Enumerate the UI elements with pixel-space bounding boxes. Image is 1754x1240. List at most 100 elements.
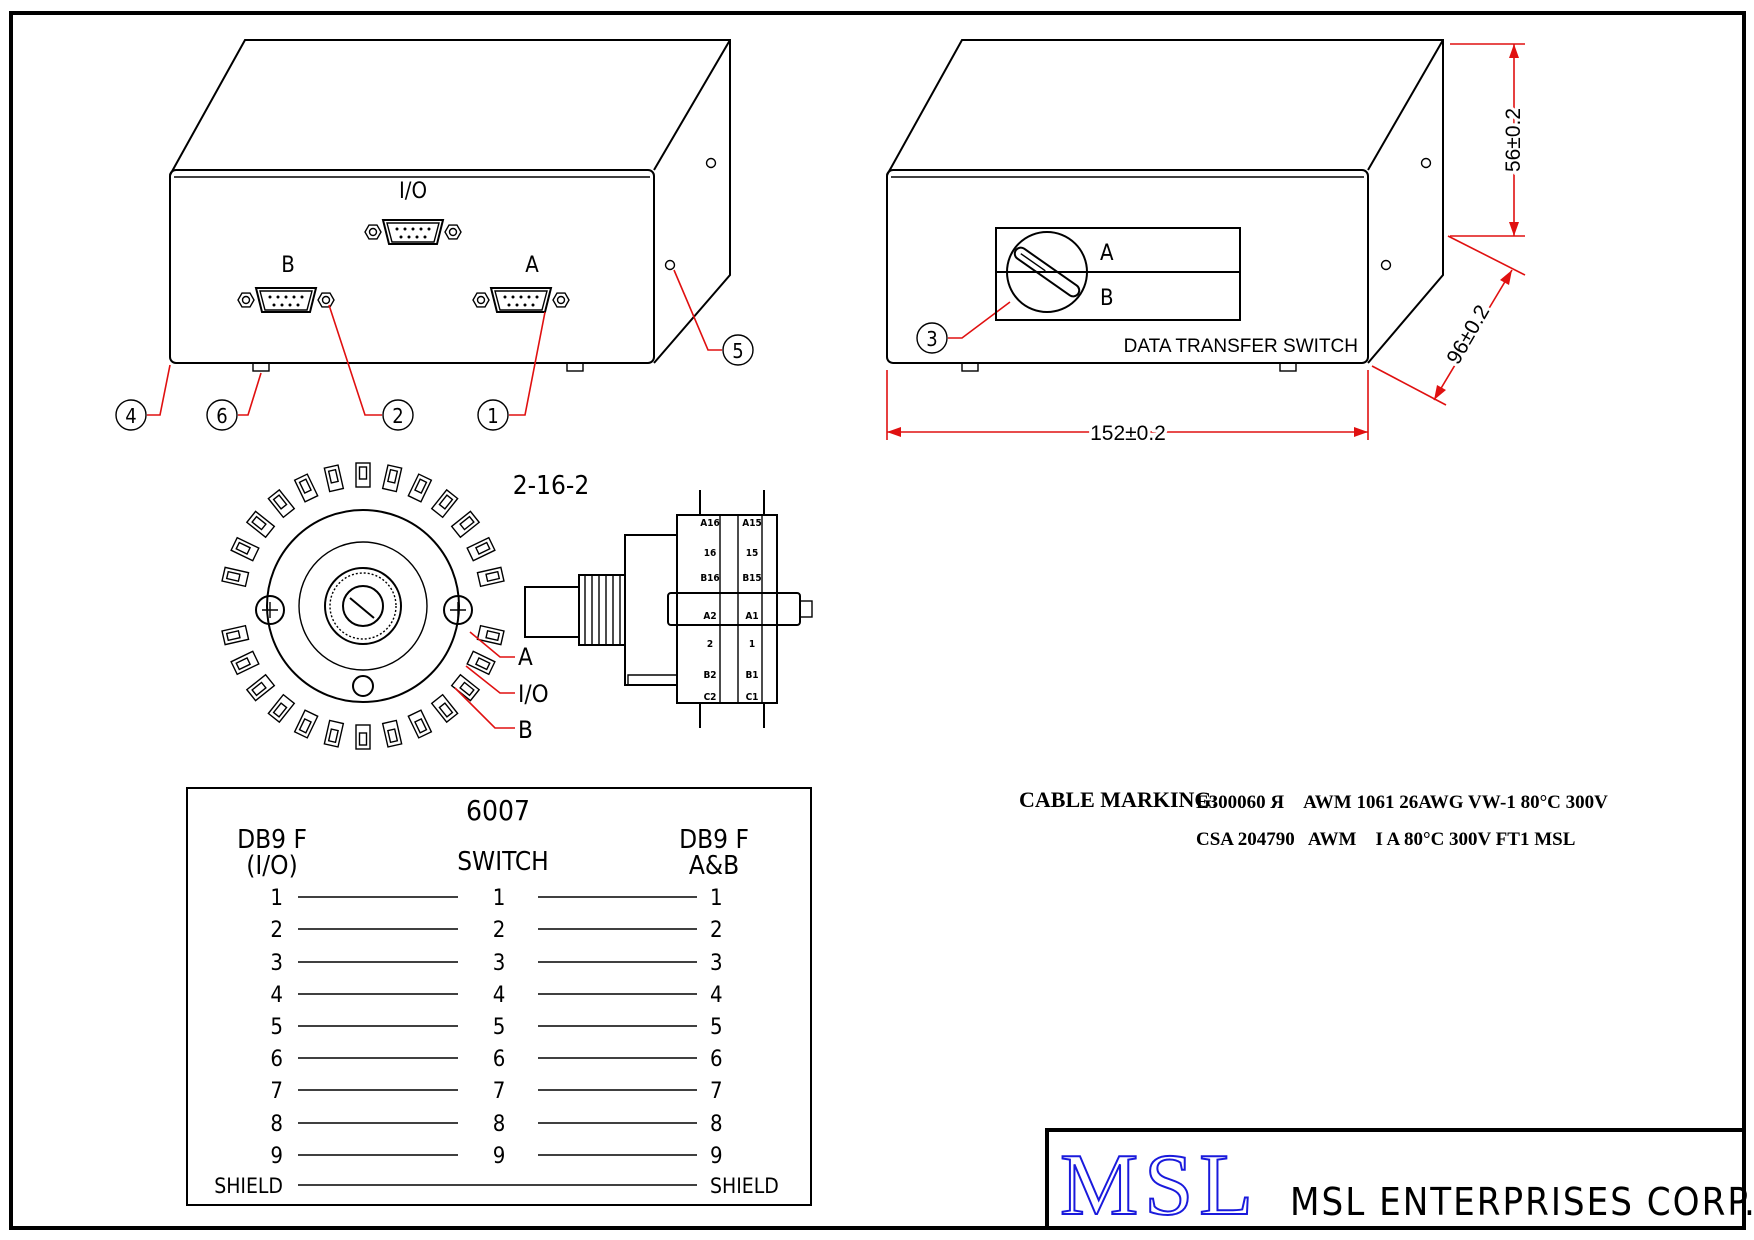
company-name: MSL ENTERPRISES CORP.: [1290, 1180, 1754, 1224]
dimension-lines: [886, 43, 1526, 440]
pin-switch: 9: [493, 1144, 506, 1169]
pin-right: 4: [710, 983, 723, 1008]
pin-switch: 1: [493, 886, 506, 911]
terminal-lug: [245, 673, 276, 702]
pin-left: 1: [270, 886, 283, 911]
pin-switch: 8: [493, 1112, 506, 1137]
pin-left: 7: [270, 1079, 283, 1104]
pin-left: 5: [270, 1015, 283, 1040]
db9-connector-b: [237, 287, 335, 313]
pin-right: 6: [710, 1047, 723, 1072]
svg-text:5: 5: [732, 339, 743, 363]
contact-label: A1: [745, 611, 758, 622]
terminal-lug: [245, 510, 276, 539]
rotary-label-leaders: [454, 631, 515, 729]
terminal-lug: [466, 536, 496, 562]
terminal-lug: [221, 566, 250, 588]
terminal-lug: [476, 566, 505, 588]
rear-view-enclosure: [886, 39, 1444, 372]
contact-label: 2: [707, 639, 713, 650]
pin-switch: 4: [493, 983, 506, 1008]
pin-switch: 3: [493, 951, 506, 976]
pin-right: 2: [710, 918, 723, 943]
right-header-1: DB9 F: [679, 825, 749, 855]
contact-label: A15: [742, 518, 761, 529]
terminal-lug: [267, 693, 296, 724]
rotary-label-a: A: [518, 643, 533, 671]
pin-left: 4: [270, 983, 283, 1008]
rotary-switch-front-view: [221, 462, 505, 750]
cable-marking-label: CABLE MARKING:: [1019, 787, 1219, 812]
terminal-lug: [293, 709, 319, 739]
terminal-lug: [430, 693, 459, 724]
pin-left: 9: [270, 1144, 283, 1169]
wiring-row: 6 6 6: [270, 1047, 722, 1072]
cable-marking-line-2: CSA 204790 AWM I A 80°C 300V FT1 MSL: [1196, 829, 1575, 850]
shield-right: SHIELD: [710, 1174, 779, 1198]
terminal-lug: [267, 488, 296, 519]
terminal-lug: [476, 624, 505, 646]
a-port-label: A: [525, 253, 539, 278]
pin-right: 9: [710, 1144, 723, 1169]
terminal-lug: [407, 709, 433, 739]
dimension-height: 56±0.2: [1502, 108, 1525, 172]
callout-leaders: [147, 269, 1011, 416]
pin-switch: 6: [493, 1047, 506, 1072]
contact-label: C1: [746, 692, 759, 703]
pin-right: 1: [710, 886, 723, 911]
model-number: 6007: [466, 794, 530, 827]
dimension-depth: 96±0.2: [1442, 301, 1494, 368]
pin-right: 8: [710, 1112, 723, 1137]
terminal-lug: [407, 473, 433, 503]
pin-left: 3: [270, 951, 283, 976]
middle-header: SWITCH: [457, 847, 549, 877]
wiring-row: 1 1 1: [270, 886, 722, 911]
contact-label: B1: [745, 670, 758, 681]
terminal-lug: [381, 719, 403, 748]
svg-text:1: 1: [487, 404, 498, 428]
switch-position-a: A: [1100, 241, 1114, 266]
shield-row: SHIELD SHIELD: [214, 1174, 779, 1198]
rotary-label-io: I/O: [518, 680, 549, 708]
right-header-2: A&B: [689, 851, 739, 881]
contact-label: B16: [700, 573, 719, 584]
terminal-lug: [355, 724, 371, 750]
drawing-border: [9, 11, 1746, 1230]
callout-6: 6: [206, 399, 238, 431]
rotary-switch-title: 2-16-2: [513, 471, 589, 501]
dimension-width: 152±0.2: [1090, 422, 1166, 445]
terminal-lug: [381, 464, 403, 493]
contact-label: A2: [703, 611, 716, 622]
pin-left: 6: [270, 1047, 283, 1072]
title-block: [1045, 1128, 1746, 1230]
contact-label: 16: [704, 548, 717, 559]
terminal-lug: [230, 536, 260, 562]
terminal-lug: [466, 650, 496, 676]
wiring-row: 3 3 3: [270, 951, 722, 976]
wiring-row: 9 9 9: [270, 1144, 722, 1169]
pin-switch: 2: [493, 918, 506, 943]
left-header-2: (I/O): [246, 851, 297, 881]
contact-label: A16: [700, 518, 719, 529]
rotary-label-b: B: [518, 716, 533, 744]
wiring-row: 4 4 4: [270, 983, 722, 1008]
wiring-table-frame: [186, 787, 812, 1206]
contact-label: 1: [749, 639, 755, 650]
terminal-lug: [230, 650, 260, 676]
callout-5: 5: [722, 334, 754, 366]
terminal-lug: [323, 464, 345, 493]
terminal-lug: [221, 624, 250, 646]
db9-connector-io: [364, 219, 462, 245]
msl-logo: MSL: [1060, 1137, 1259, 1234]
pin-switch: 5: [493, 1015, 506, 1040]
b-port-label: B: [281, 253, 295, 278]
terminal-lug: [293, 473, 319, 503]
plate-text: DATA TRANSFER SWITCH: [1124, 336, 1358, 357]
pin-right: 3: [710, 951, 723, 976]
contact-label: 15: [746, 548, 759, 559]
pin-left: 8: [270, 1112, 283, 1137]
terminal-lug: [430, 488, 459, 519]
terminal-lug: [450, 510, 481, 539]
